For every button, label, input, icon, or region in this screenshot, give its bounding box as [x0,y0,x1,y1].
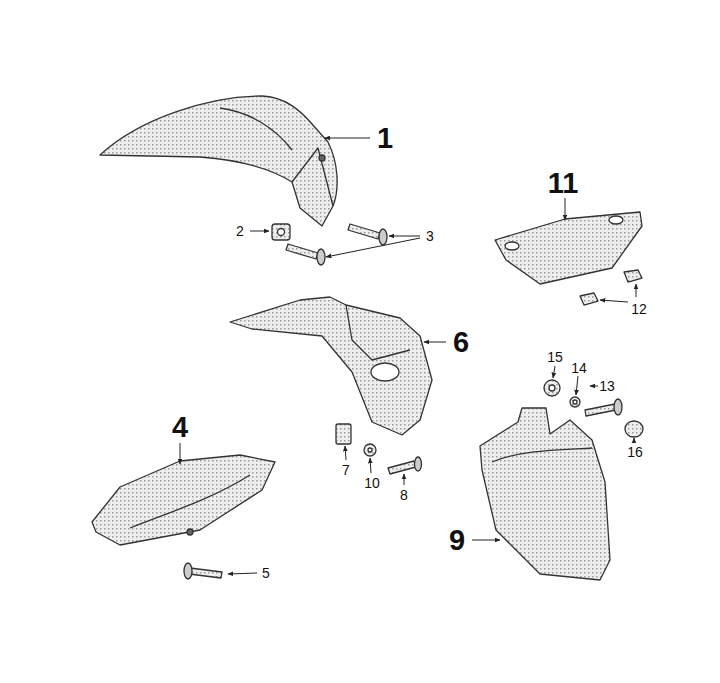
callout-number: 3 [426,229,434,243]
callout-number: 14 [571,361,587,375]
callout-number: 15 [547,350,563,364]
clip [624,270,642,282]
callout-number: 2 [236,224,244,238]
screw [189,568,222,578]
callout-number: 10 [364,476,380,490]
mudguard [92,455,275,545]
callout-number: 16 [627,445,643,459]
callout-number: 12 [631,302,647,316]
cap [625,421,643,437]
callout-number: 9 [449,526,465,555]
callout-number: 5 [262,566,270,580]
bolt [286,244,318,259]
callout-number: 7 [342,463,350,477]
bolt [388,461,416,474]
callout-number: 1 [377,124,393,153]
callout-number: 8 [400,488,408,502]
clip [336,424,351,444]
callout-number: 13 [599,379,615,393]
rear-hugger [230,297,432,435]
tail-cover [480,408,610,580]
callout-number: 11 [548,169,579,198]
clip [580,293,598,305]
nut [272,224,290,240]
leader-lines [180,138,636,574]
cover-plate [495,212,642,284]
bolt [585,404,616,416]
front-fender [100,96,337,226]
callout-number: 6 [453,328,469,357]
callout-number: 4 [172,413,188,442]
bolt [348,224,380,239]
